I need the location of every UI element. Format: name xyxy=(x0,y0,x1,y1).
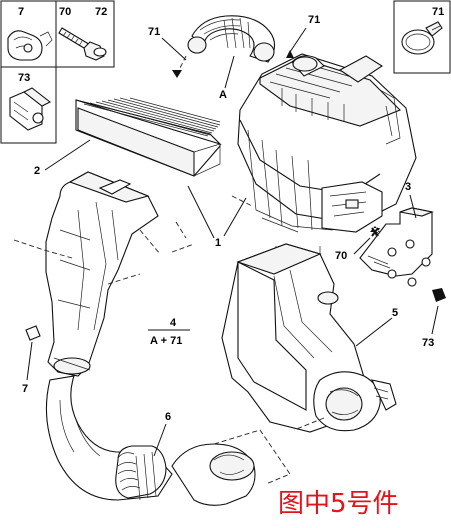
callout-1: 1 xyxy=(215,237,221,249)
callout-7-top: 7 xyxy=(18,6,24,18)
callout-2: 2 xyxy=(34,165,40,177)
upper-intake-hose xyxy=(187,15,276,63)
callout-4: 4 xyxy=(170,317,177,329)
clip-7-small xyxy=(25,325,41,341)
intake-air-duct xyxy=(45,171,159,377)
callout-71-left: 71 xyxy=(148,26,160,38)
inset-box-clamp-71: 71 xyxy=(393,0,451,74)
callout-A: A xyxy=(219,89,227,101)
callout-70-mid: 70 xyxy=(335,250,347,262)
air-filter-box xyxy=(237,53,417,233)
callout-73-inset: 73 xyxy=(18,72,30,84)
resonator-housing xyxy=(221,243,397,433)
callout-71-right-inset: 71 xyxy=(432,6,444,18)
clip-73-small xyxy=(432,288,446,302)
callout-71-mid: 71 xyxy=(308,14,320,26)
callout-72: 72 xyxy=(95,6,107,18)
callout-7-bottom: 7 xyxy=(22,383,28,395)
flexible-intake-hose xyxy=(45,375,256,506)
callout-4-formula: A + 71 xyxy=(150,335,182,347)
inset-box-clip-73: 73 xyxy=(0,66,57,144)
callout-5: 5 xyxy=(392,307,398,319)
callout-73-bottom: 73 xyxy=(422,337,434,349)
callout-6: 6 xyxy=(165,411,171,423)
inset-box-screw-70-72: 70 72 xyxy=(55,0,115,68)
inset-box-clip-7: 7 xyxy=(0,0,57,68)
watermark-text: 图中5号件 xyxy=(278,489,399,519)
mounting-bracket xyxy=(359,207,434,287)
air-filter-element xyxy=(75,97,222,177)
callout-3: 3 xyxy=(405,181,411,193)
callout-70-top: 70 xyxy=(59,6,71,18)
